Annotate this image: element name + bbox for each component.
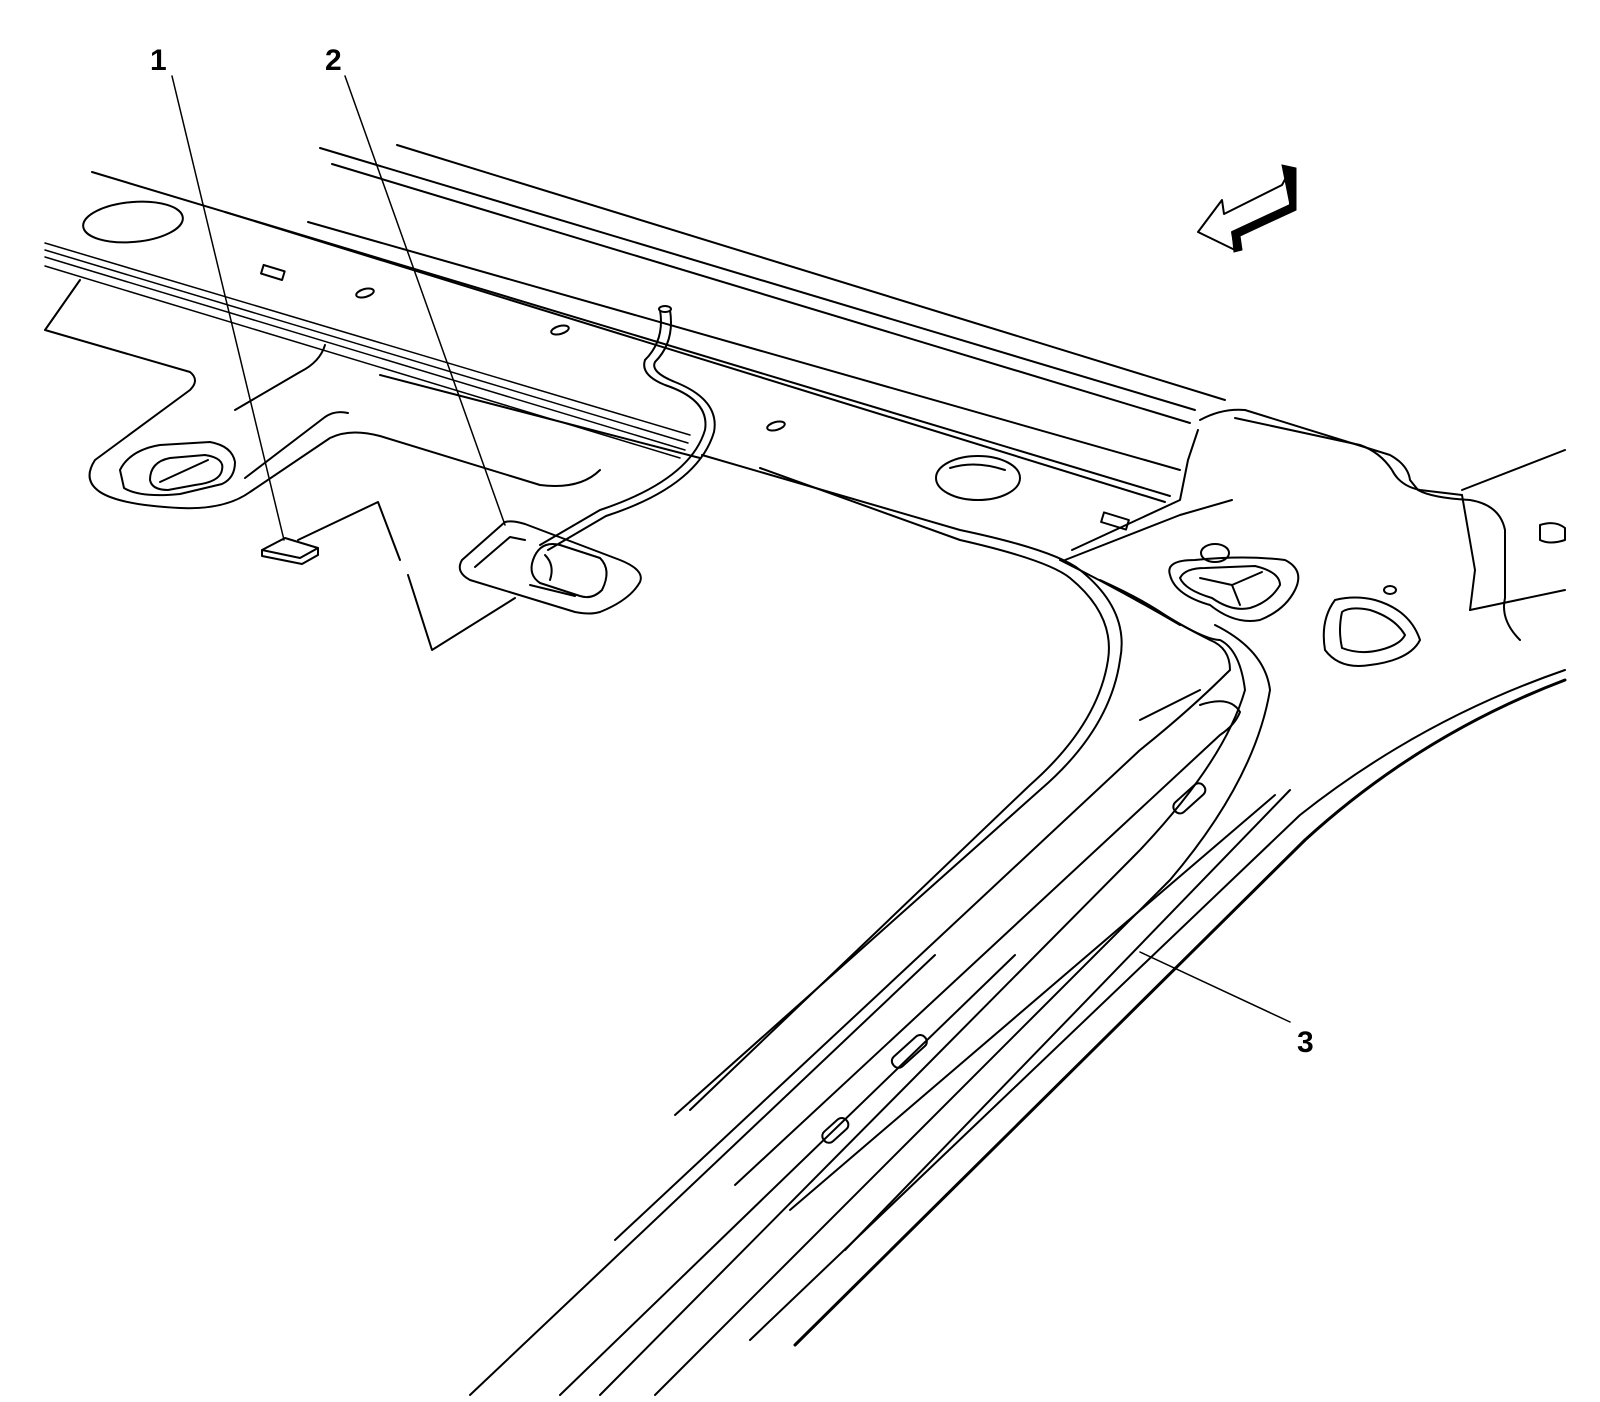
callout-label-2: 2 bbox=[325, 44, 342, 77]
wire-harness bbox=[539, 305, 716, 551]
clip-part bbox=[261, 537, 319, 565]
break-line bbox=[297, 501, 516, 651]
forward-arrow-icon bbox=[1197, 164, 1297, 253]
callout-label-3: 3 bbox=[1297, 1026, 1314, 1059]
pillar-slots bbox=[821, 782, 1207, 1144]
roof-rail-upper bbox=[91, 144, 1226, 503]
header-bracket bbox=[1064, 408, 1566, 641]
callout-label-1: 1 bbox=[150, 44, 167, 77]
windshield-frame bbox=[469, 454, 1567, 1396]
rail-holes bbox=[82, 200, 1130, 531]
gusset-plate bbox=[1168, 543, 1421, 667]
lamp-assembly bbox=[458, 520, 642, 615]
rear-bracket bbox=[44, 279, 701, 510]
callout-leaders bbox=[171, 75, 1291, 1023]
